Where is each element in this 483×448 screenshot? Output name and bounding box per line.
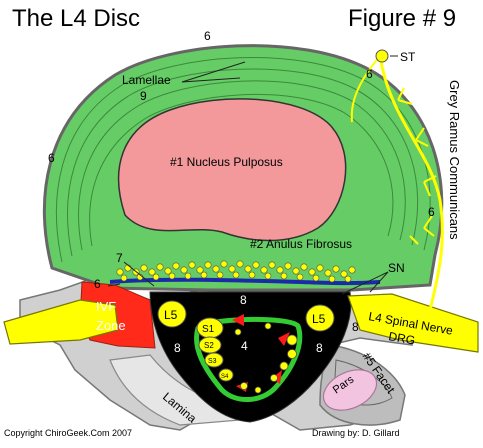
ivf-label-line2: Zone (96, 318, 126, 333)
canal-number-8-left: 8 (174, 341, 181, 355)
lamina-bone (109, 354, 241, 426)
figure-number: Figure # 9 (348, 5, 456, 32)
right-root-dot-2 (287, 349, 297, 359)
lamella-count: 9 (140, 89, 147, 103)
seven-pointer (123, 261, 155, 287)
canal-number-4: 4 (241, 339, 248, 353)
anulus-label: #2 Anulus Fibrosus (250, 237, 352, 251)
lamella-ring-2 (67, 68, 419, 257)
s4-root (218, 368, 234, 382)
sympathetic-trunk-ganglion (375, 49, 389, 63)
title: The L4 Disc (12, 5, 140, 32)
lamellae-pointer-2 (181, 77, 241, 83)
grey-ramus-label: Grey Ramus Communicans (447, 80, 462, 240)
l5-left-label: L5 (164, 308, 178, 322)
right-root-dot-1 (286, 334, 298, 346)
outer-number-8: 8 (352, 320, 359, 334)
sn-pointer (341, 271, 389, 295)
nucleus-pulposus (117, 98, 347, 242)
posterior-ligament (109, 277, 381, 286)
sinuvertebral-nerve-dots (116, 260, 356, 283)
s3-label: S3 (208, 358, 217, 365)
pars-shape (322, 369, 378, 411)
lamellae-label: Lamellae (122, 73, 171, 87)
left-nerve-root (3, 299, 119, 345)
l5-root-right (305, 304, 335, 332)
s4-label: S4 (221, 374, 229, 380)
ring-6-top: 6 (204, 29, 211, 43)
drg-label: DRG (387, 329, 416, 347)
sn-label: SN (388, 261, 405, 275)
right-root-dot-6 (254, 386, 262, 394)
ring-6-right: 6 (428, 205, 435, 219)
s2-root (198, 336, 222, 354)
s2-label: S2 (204, 341, 214, 350)
st-label: ST (400, 50, 416, 64)
right-root-dot-3 (279, 361, 289, 371)
l5-right-label: L5 (312, 312, 326, 326)
lamella-ring-4 (89, 93, 394, 247)
ivf-pointer (107, 283, 121, 287)
cauda-equina-ring (194, 316, 303, 403)
canal-number-8-top: 8 (240, 293, 247, 307)
lamella-ring-3 (78, 80, 406, 251)
right-root-dot-5 (240, 382, 248, 390)
grey-ramus-line (378, 55, 444, 311)
grey-ramus-branches (397, 87, 437, 245)
ring-6-bottom-left: 6 (94, 277, 101, 291)
s3-root (204, 352, 224, 368)
s1-label: S1 (202, 324, 215, 335)
canal-number-8-right: 8 (316, 341, 323, 355)
lamella-ring-1 (55, 57, 431, 263)
right-root-dot-8 (264, 322, 272, 330)
lamellae-pointer-1 (181, 61, 246, 83)
ring-7: 7 (116, 251, 123, 265)
credit-text: Drawing by: D. Gillard (312, 428, 400, 438)
right-root-dot-4 (270, 374, 278, 382)
l5-root-left (157, 300, 187, 328)
ivf-label-line1: IVF (96, 299, 116, 314)
grey-ramus-line-inner (350, 55, 381, 123)
ring-6-left: 6 (48, 151, 55, 165)
nucleus-label: #1 Nucleus Pulposus (170, 155, 283, 169)
l4-spinal-nerve (347, 293, 479, 353)
right-root-dot-7 (234, 328, 242, 336)
ring-6-upper-right: 6 (366, 67, 373, 81)
sn-pointer-2 (369, 271, 389, 293)
copyright-text: Copyright ChiroGeek.Com 2007 (4, 428, 132, 438)
